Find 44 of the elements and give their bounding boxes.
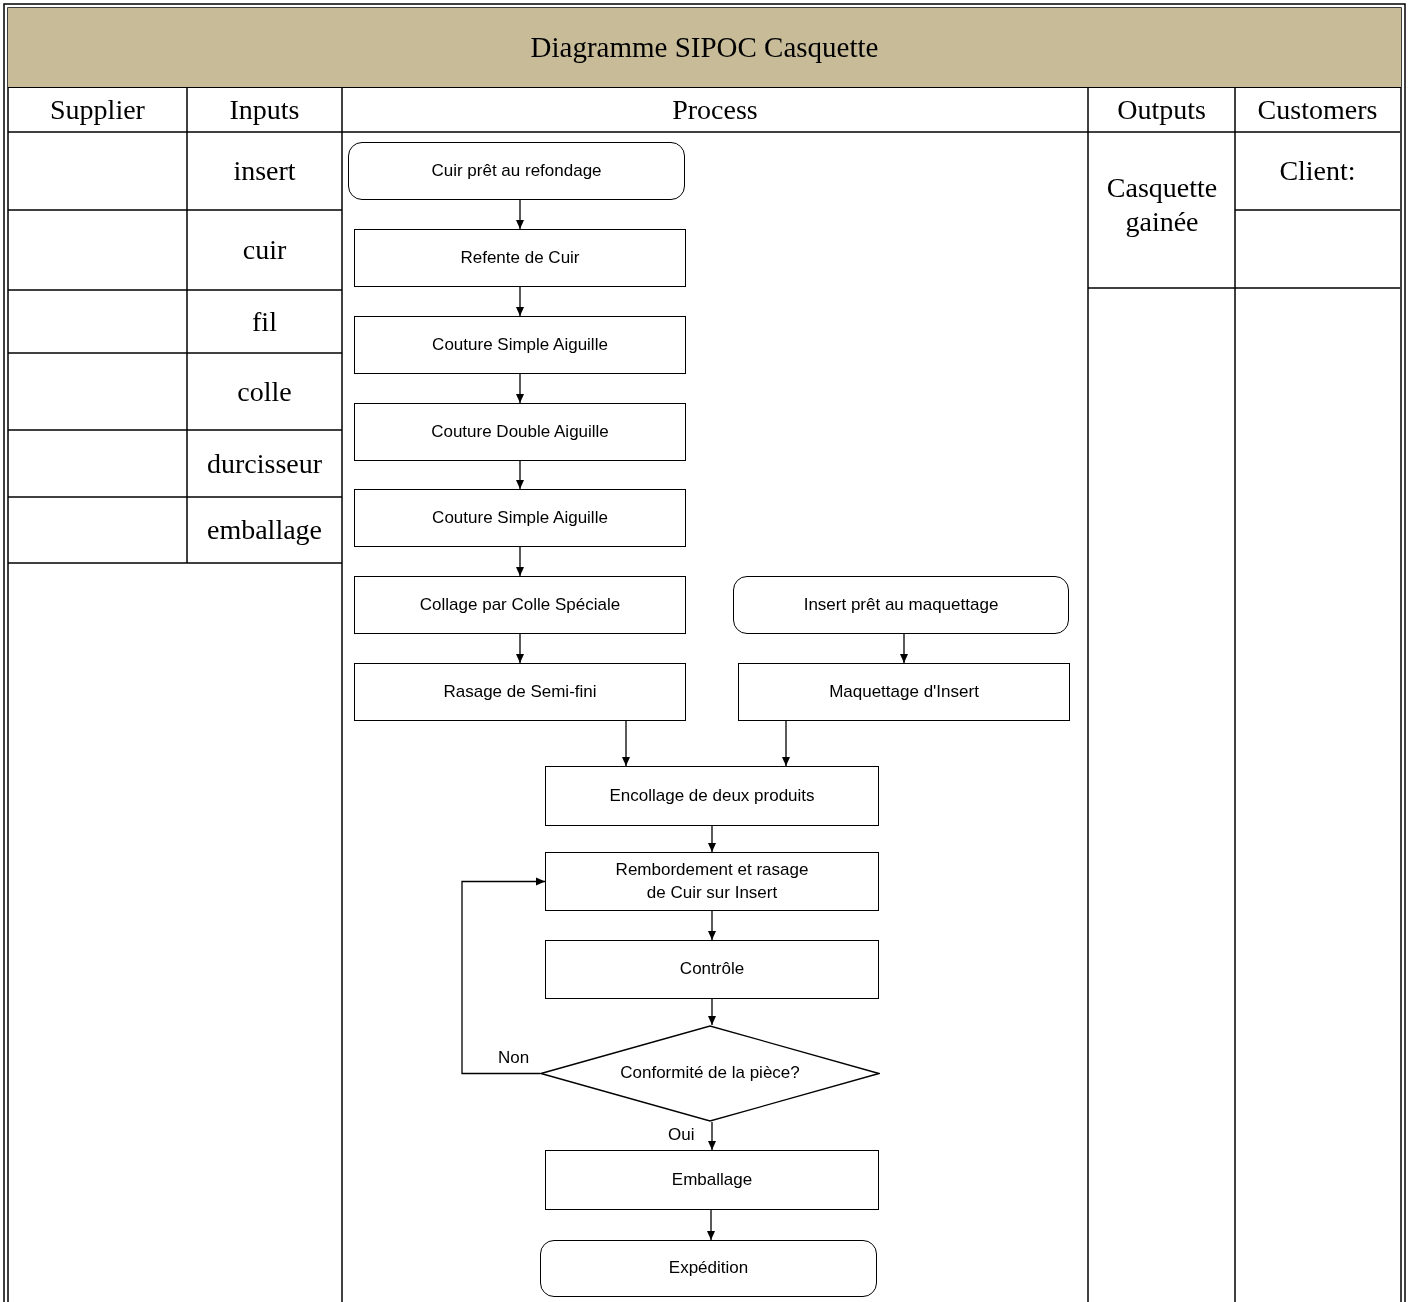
arrow [461, 877, 546, 1075]
arrow [708, 910, 716, 941]
process-box: Couture Double Aiguille [354, 403, 686, 461]
column-header: Process [672, 93, 758, 127]
column-header: Outputs [1117, 93, 1206, 127]
input-item: insert [233, 154, 296, 188]
terminal-box: Insert prêt au maquettage [733, 576, 1069, 634]
arrow [708, 825, 716, 853]
column-header: Supplier [50, 93, 145, 127]
customer-item: Client: [1279, 154, 1356, 188]
process-box: Maquettage d'Insert [738, 663, 1070, 721]
input-item: cuir [242, 233, 287, 267]
process-box: Couture Simple Aiguille [354, 489, 686, 547]
process-box: Rembordement et rasage de Cuir sur Insert [545, 852, 879, 911]
process-box: Encollage de deux produits [545, 766, 879, 826]
arrow [782, 720, 790, 767]
arrow [516, 546, 524, 577]
arrow [708, 998, 716, 1026]
arrow [516, 199, 524, 230]
column-header: Inputs [229, 93, 300, 127]
arrow [622, 720, 630, 767]
process-box: Refente de Cuir [354, 229, 686, 287]
arrow [516, 373, 524, 404]
title-text: Diagramme SIPOC Casquette [530, 31, 879, 64]
input-item: durcisseur [206, 446, 323, 481]
terminal-box: Cuir prêt au refondage [348, 142, 685, 200]
process-box: Emballage [545, 1150, 879, 1210]
arrow [516, 633, 524, 664]
process-box: Rasage de Semi-fini [354, 663, 686, 721]
process-box: Collage par Colle Spéciale [354, 576, 686, 634]
input-item: colle [237, 374, 292, 409]
process-box: Contrôle [545, 940, 879, 999]
input-item: emballage [206, 513, 323, 547]
arrow [516, 286, 524, 317]
process-box: Couture Simple Aiguille [354, 316, 686, 374]
output-item: Casquette gainée [1105, 171, 1219, 239]
column-header: Customers [1257, 93, 1378, 127]
arrow [708, 1121, 716, 1151]
decision-diamond: Conformité de la pièce? [540, 1025, 880, 1122]
arrow [900, 633, 908, 664]
arrow [707, 1209, 715, 1241]
terminal-box: Expédition [540, 1240, 877, 1297]
arrow [516, 460, 524, 490]
input-item: fil [252, 304, 277, 339]
